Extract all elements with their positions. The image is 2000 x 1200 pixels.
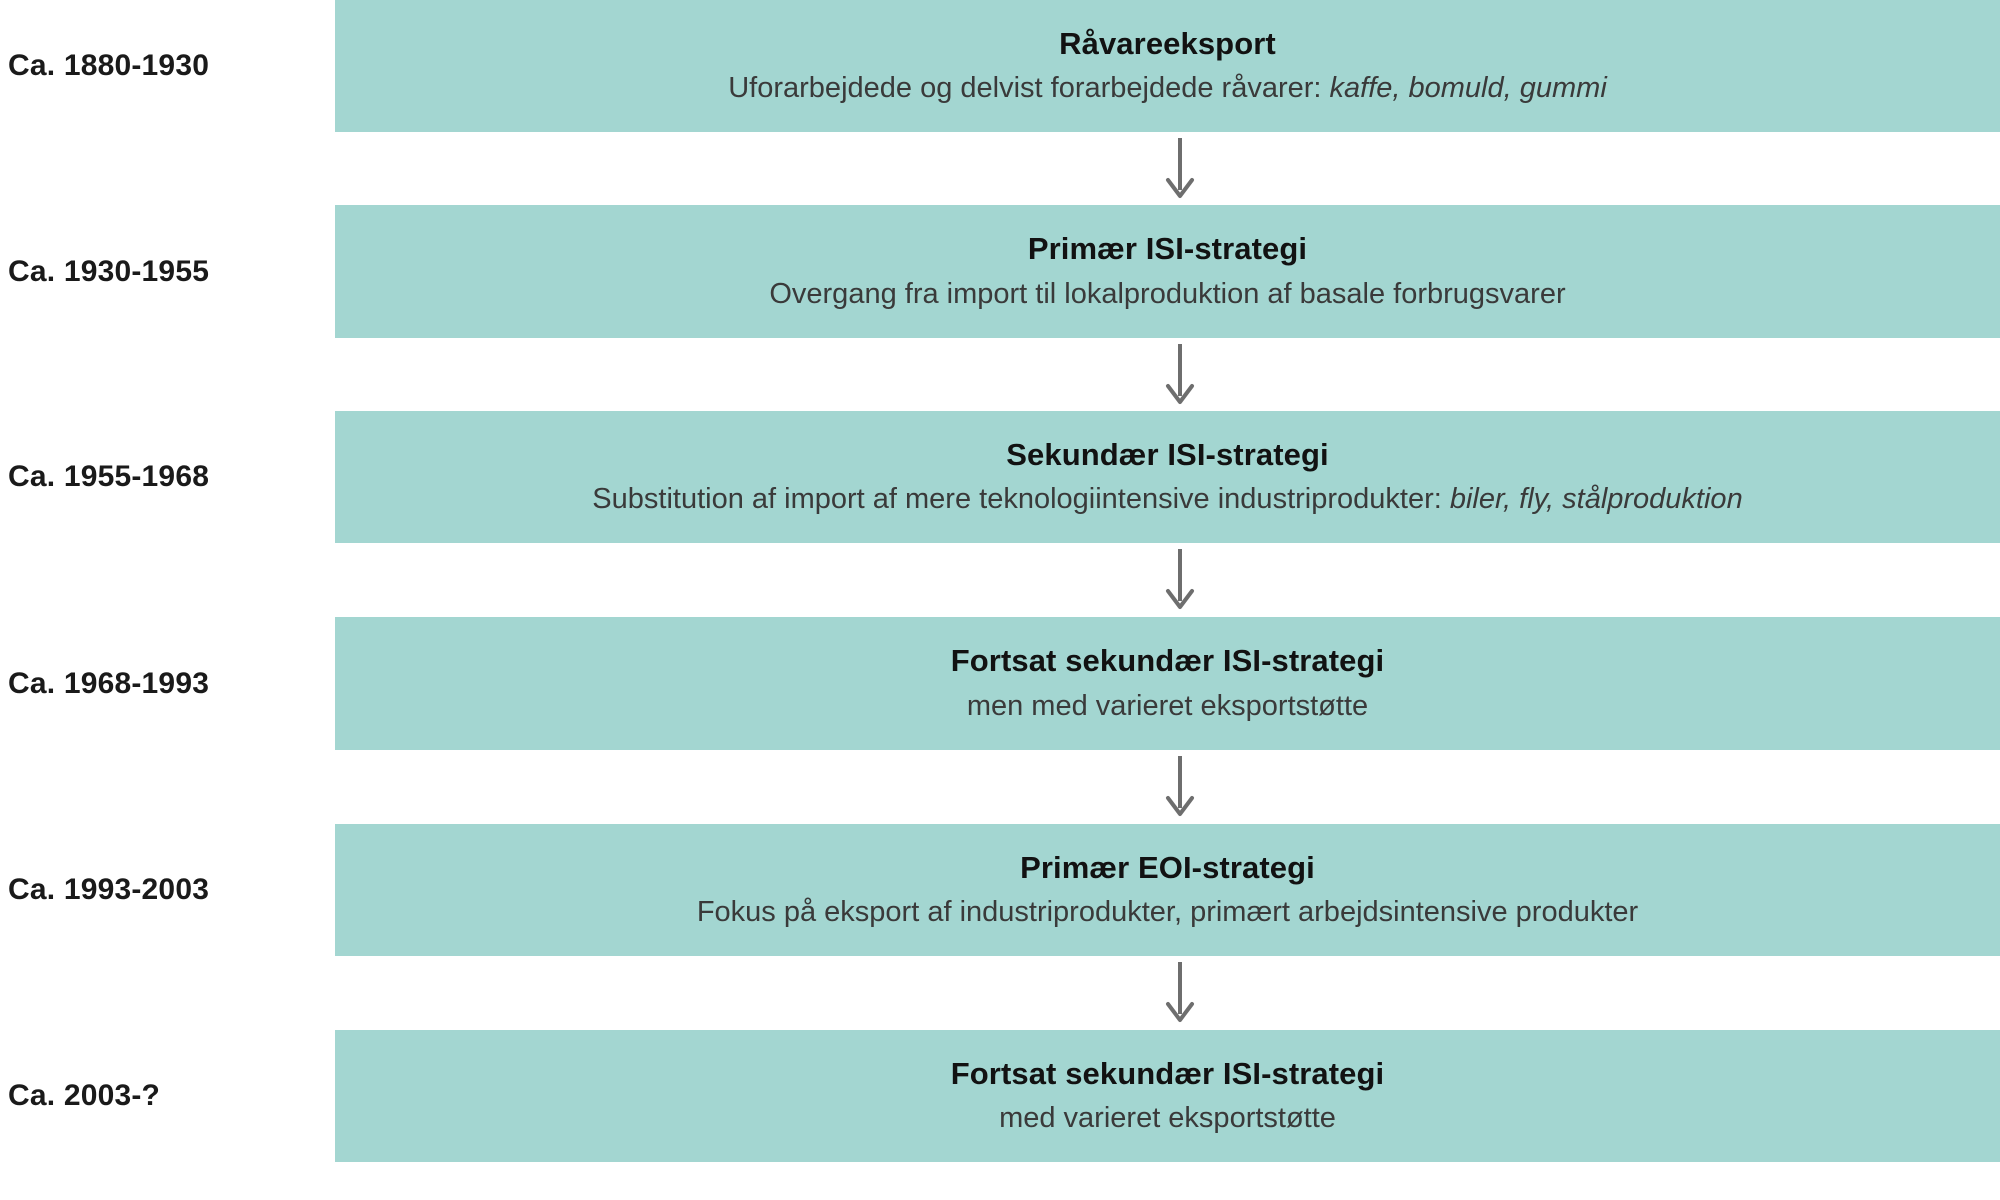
stage-subtitle: men med varieret eksportstøtte — [967, 689, 1368, 724]
connector-arrow-1 — [1160, 138, 1200, 200]
stage-band: Primær ISI-strategi Overgang fra import … — [335, 205, 2000, 338]
period-label: Ca. 1930-1955 — [8, 254, 210, 288]
period-label: Ca. 1880-1930 — [8, 49, 210, 82]
arrow-down-icon — [1166, 138, 1194, 198]
stage-title: Fortsat sekundær ISI-strategi — [950, 1055, 1385, 1091]
arrow-down-icon — [1166, 549, 1194, 609]
connector-arrow-3 — [1160, 549, 1200, 611]
connector-arrow-5 — [1160, 962, 1200, 1024]
stage-title: Sekundær ISI-strategi — [1006, 436, 1329, 472]
stage-subtitle-plain: Uforarbejdede og delvist forarbejdede rå… — [728, 72, 1330, 105]
stage-subtitle-italic: biler, fly, stålproduktion — [1449, 483, 1743, 516]
arrow-down-icon — [1166, 962, 1194, 1022]
stage-title: Fortsat sekundær ISI-strategi — [950, 643, 1385, 679]
period-label-cell: Ca. 1880-1930 — [0, 0, 335, 132]
period-label: Ca. 1955-1968 — [8, 460, 210, 493]
stage-subtitle: Substitution af import af mere teknologi… — [592, 482, 1742, 517]
period-label-cell: Ca. 1993-2003 — [0, 824, 335, 956]
stage-subtitle: Fokus på eksport af industriprodukter, p… — [697, 895, 1638, 930]
period-label: Ca. 1968-1993 — [8, 666, 210, 700]
stage-band: Fortsat sekundær ISI-strategi med varier… — [335, 1030, 2000, 1162]
connector-arrow-2 — [1160, 344, 1200, 406]
stage-subtitle: med varieret eksportstøtte — [999, 1101, 1336, 1136]
stage-title: Primær ISI-strategi — [1027, 231, 1308, 267]
stage-row: Ca. 1968-1993 Fortsat sekundær ISI-strat… — [0, 617, 2000, 750]
stage-title: Primær EOI-strategi — [1020, 849, 1315, 885]
period-label: Ca. 2003-? — [8, 1079, 161, 1112]
period-label-cell: Ca. 2003-? — [0, 1030, 335, 1162]
period-label-cell: Ca. 1930-1955 — [0, 205, 335, 338]
period-label-cell: Ca. 1968-1993 — [0, 617, 335, 750]
stage-row: Ca. 1955-1968 Sekundær ISI-strategi Subs… — [0, 411, 2000, 543]
stage-band: Råvareeksport Uforarbejdede og delvist f… — [335, 0, 2000, 132]
stage-row: Ca. 2003-? Fortsat sekundær ISI-strategi… — [0, 1030, 2000, 1162]
stage-subtitle-plain: med varieret eksportstøtte — [999, 1102, 1336, 1135]
stage-subtitle-italic: kaffe, bomuld, gummi — [1329, 72, 1607, 105]
stage-subtitle-plain: Fokus på eksport af industriprodukter, p… — [696, 896, 1639, 929]
stage-row: Ca. 1993-2003 Primær EOI-strategi Fokus … — [0, 824, 2000, 956]
stage-band: Fortsat sekundær ISI-strategi men med va… — [335, 617, 2000, 750]
stage-band: Sekundær ISI-strategi Substitution af im… — [335, 411, 2000, 543]
period-label-cell: Ca. 1955-1968 — [0, 411, 335, 543]
stage-row: Ca. 1880-1930 Råvareeksport Uforarbejded… — [0, 0, 2000, 132]
period-label: Ca. 1993-2003 — [8, 873, 210, 906]
arrow-down-icon — [1166, 344, 1194, 404]
stage-band: Primær EOI-strategi Fokus på eksport af … — [335, 824, 2000, 956]
stage-subtitle: Overgang fra import til lokalproduktion … — [769, 277, 1565, 312]
connector-arrow-4 — [1160, 756, 1200, 818]
arrow-down-icon — [1166, 756, 1194, 816]
stage-subtitle: Uforarbejdede og delvist forarbejdede rå… — [728, 71, 1607, 106]
stage-subtitle-plain: Substitution af import af mere teknologi… — [592, 483, 1450, 516]
stage-row: Ca. 1930-1955 Primær ISI-strategi Overga… — [0, 205, 2000, 338]
stage-subtitle-plain: men med varieret eksportstøtte — [966, 689, 1369, 722]
stage-subtitle-plain: Overgang fra import til lokalproduktion … — [769, 277, 1566, 310]
stage-title: Råvareeksport — [1059, 25, 1276, 61]
